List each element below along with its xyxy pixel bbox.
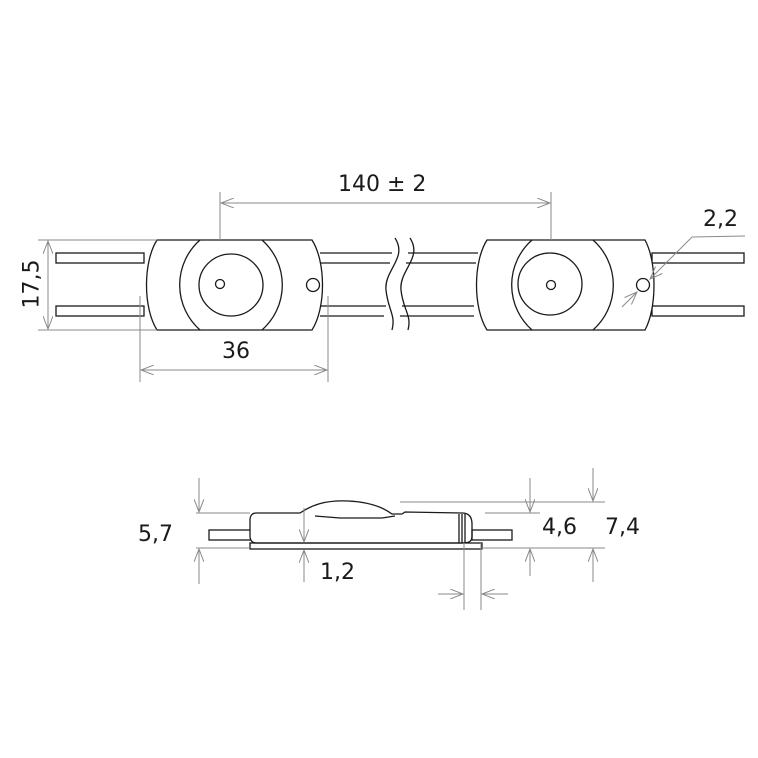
break-mark xyxy=(400,237,415,331)
top-view xyxy=(55,237,745,331)
base-thickness-label: 1,2 xyxy=(320,560,355,585)
side-view xyxy=(208,500,513,550)
side-dimensions xyxy=(196,468,605,610)
body-height-label: 4,6 xyxy=(542,515,577,540)
total-height-label: 7,4 xyxy=(605,515,640,540)
led-module-1 xyxy=(145,239,324,331)
pitch-dimension-label: 140 ± 2 xyxy=(338,172,427,197)
height-dimension-label: 17,5 xyxy=(19,259,45,309)
width-dimension-label: 36 xyxy=(222,339,250,364)
wires xyxy=(55,252,745,317)
hole-diameter-label: 2,2 xyxy=(703,207,738,232)
overall-height-label: 5,7 xyxy=(138,522,173,547)
top-dimensions xyxy=(38,192,746,382)
break-mark xyxy=(385,237,400,331)
led-module-2 xyxy=(475,239,655,331)
